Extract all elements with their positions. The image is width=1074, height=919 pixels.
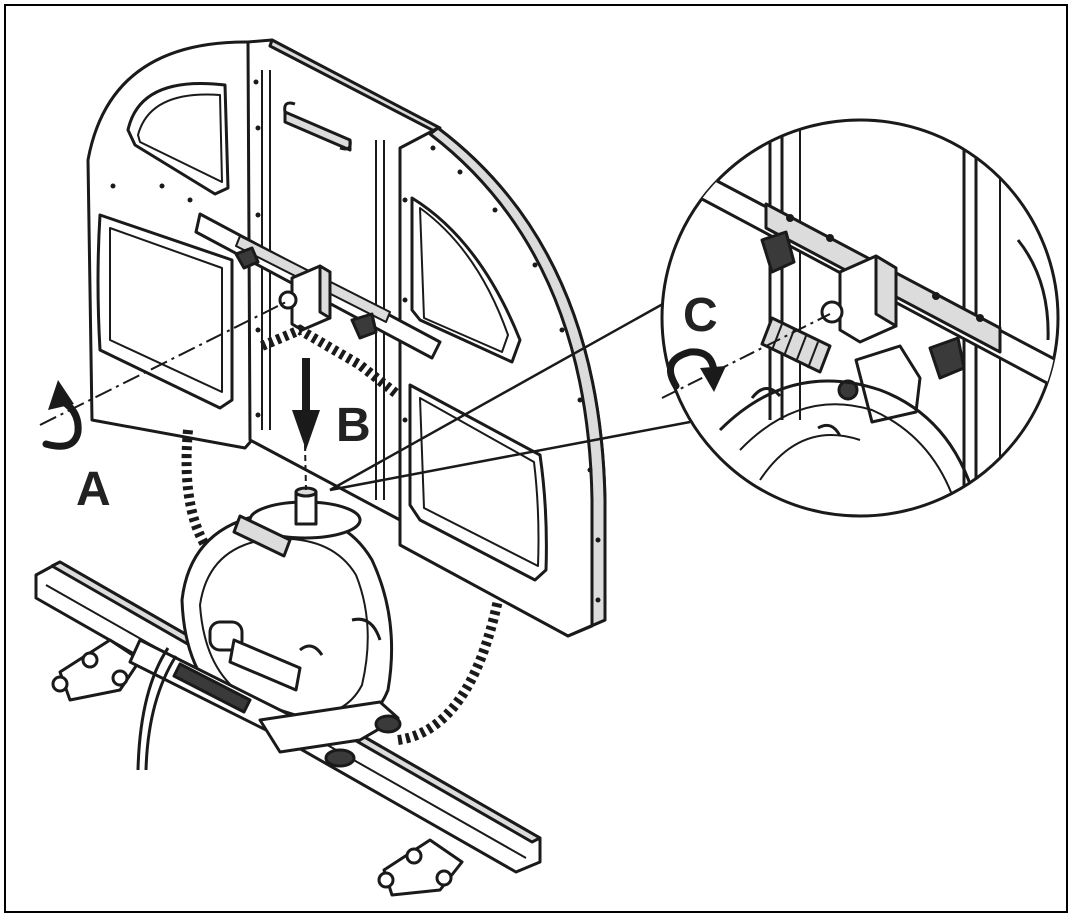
zoom-callout (329, 298, 691, 492)
detail-view (660, 118, 1060, 518)
callout-line-bottom (329, 420, 691, 492)
axis-lines (39, 301, 307, 491)
axis-line-b (304, 444, 307, 491)
callout-line-top (329, 298, 671, 492)
label-c: C (683, 289, 718, 342)
rotate-clockwise-arrow-icon (666, 348, 726, 392)
label-b: B (336, 399, 371, 452)
axis-line-a (39, 301, 287, 426)
blade-guard (86, 38, 607, 638)
label-a: A (76, 463, 111, 516)
saw-blade (181, 324, 503, 745)
down-arrow-icon (292, 358, 320, 450)
rotate-counterclockwise-arrow-icon (42, 380, 82, 450)
saw-head (128, 486, 402, 771)
